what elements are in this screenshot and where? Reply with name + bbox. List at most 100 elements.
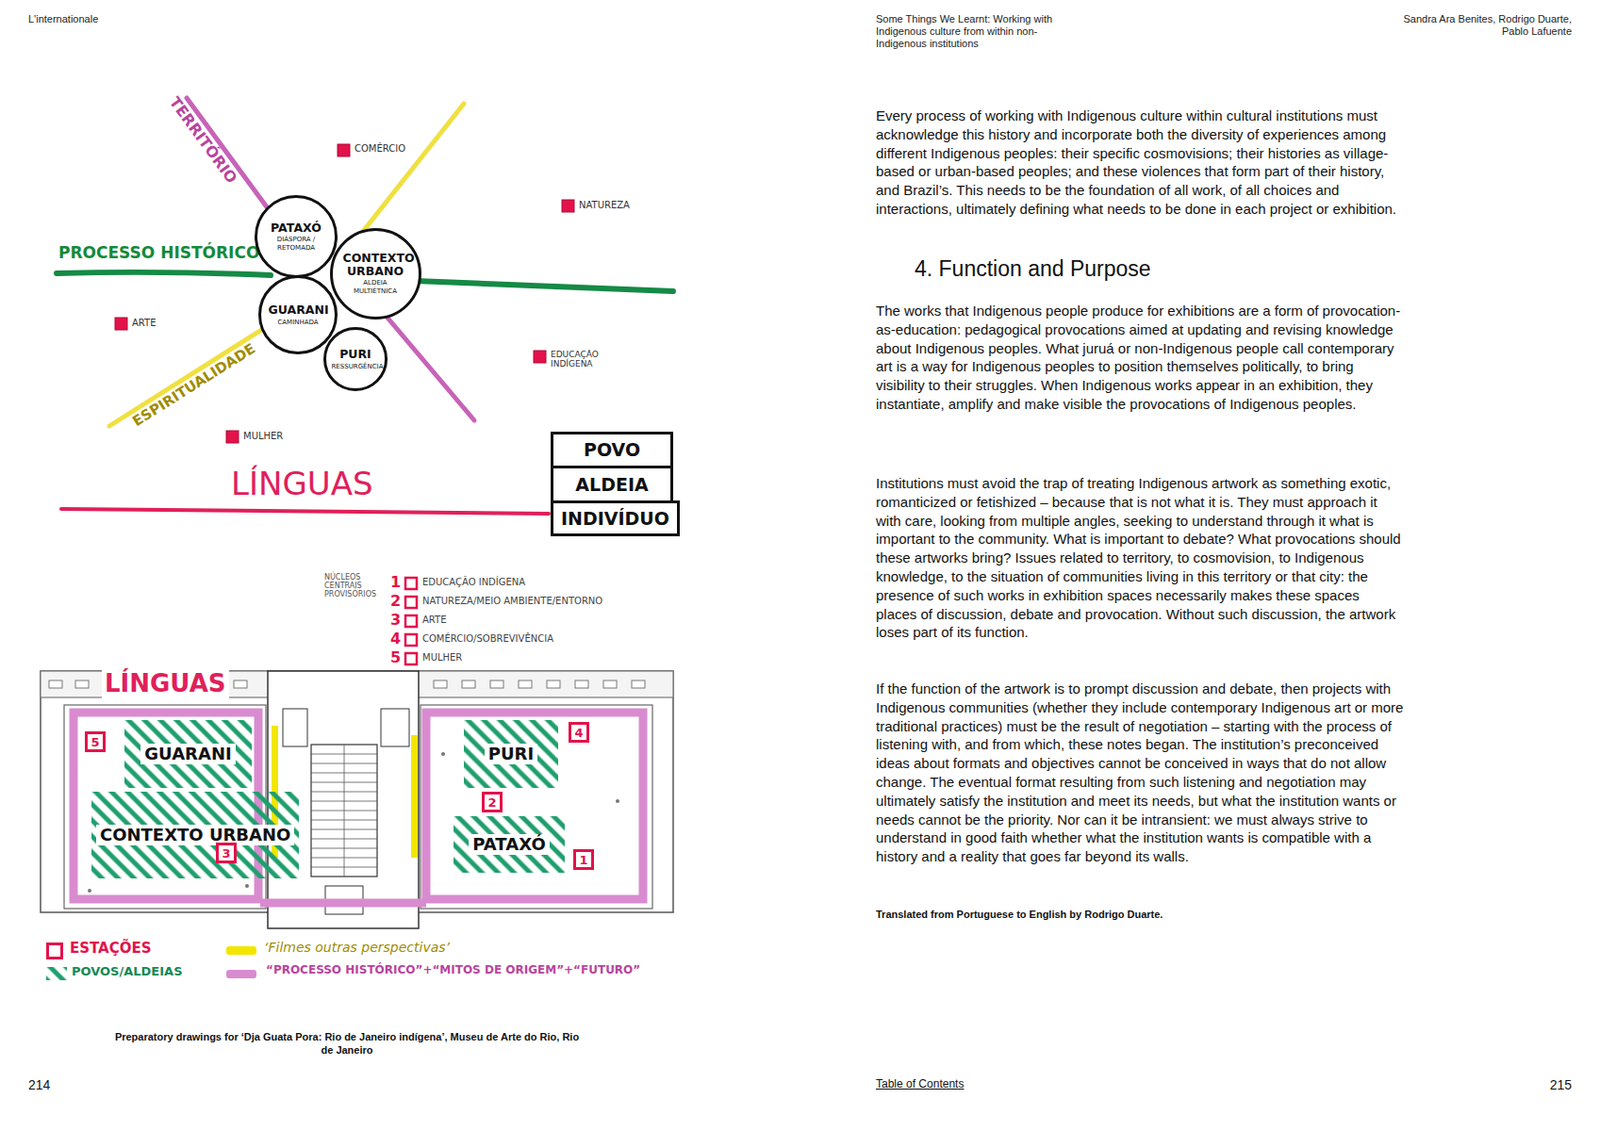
stair-steps	[311, 744, 378, 877]
circle-shape	[324, 328, 386, 390]
theme-label: COMÉRCIO	[354, 143, 406, 155]
window	[518, 680, 532, 689]
legend-hatch	[46, 967, 67, 981]
people-circle: PURIRESSURGÊNCIA	[323, 327, 388, 392]
node-title: 1	[578, 854, 588, 867]
scale-box: POVO	[550, 431, 674, 469]
list-marker	[405, 577, 417, 590]
theme-label: EDUCAÇÃO INDÍGENA	[550, 349, 617, 370]
hatch-area	[91, 791, 299, 879]
station-number: 2	[481, 791, 503, 813]
theme-marker	[561, 199, 575, 213]
history-stroke	[414, 280, 674, 292]
column-dot	[87, 889, 92, 893]
scale-box: ALDEIA	[550, 465, 674, 504]
people-area: CONTEXTO URBANO	[91, 791, 299, 879]
legend-square	[46, 942, 64, 960]
list-number: 1	[390, 574, 401, 592]
pink-route	[260, 899, 427, 908]
people-circle: CONTEXTO URBANOALDEIA MULTIÉTNICA	[329, 228, 422, 320]
node-title: PURI	[484, 743, 538, 766]
column-dot	[245, 884, 249, 889]
node-title: GUARANI	[140, 743, 235, 766]
people-area: GUARANI	[124, 720, 252, 789]
circle-shape	[260, 277, 337, 354]
window	[490, 680, 504, 689]
window	[575, 680, 589, 689]
list-number: 5	[390, 649, 401, 667]
theme-label: NATUREZA	[578, 199, 630, 212]
film-bar	[411, 735, 418, 858]
list-number: 2	[390, 593, 401, 611]
service-room	[282, 709, 308, 747]
territory-stroke	[186, 98, 276, 219]
column-dot	[441, 752, 446, 757]
node-title: INDIVÍDUO	[560, 509, 670, 529]
list-item: NATUREZA/MEIO AMBIENTE/ENTORNO	[422, 595, 603, 608]
languages-stroke	[61, 509, 549, 514]
theme-axis-label: ESPIRITUALIDADE	[130, 341, 259, 431]
contents-link: Table of Contents	[875, 1078, 964, 1092]
legend-swatch	[226, 970, 257, 979]
theme-marker	[226, 430, 239, 444]
node-title: ALDEIA	[575, 475, 648, 495]
hatch-area	[453, 816, 565, 874]
legend-label: POVOS/ALDEIAS	[71, 965, 183, 980]
node-title: CONTEXTO URBANO	[96, 824, 295, 847]
window	[49, 680, 63, 689]
node-subtitle: CAMINHADA	[268, 318, 329, 327]
circle-content: PURIRESSURGÊNCIA	[330, 347, 380, 371]
column-dot	[615, 799, 620, 804]
scale-box: INDIVÍDUO	[550, 500, 680, 537]
body-paragraph: The works that Indigenous people produce…	[875, 301, 1404, 414]
translation-credit: Translated from Portuguese to English by…	[875, 908, 1404, 922]
people-circle: GUARANICAMINHADA	[258, 275, 338, 355]
window	[603, 680, 617, 689]
running-title: Some Things We Learnt: Working with Indi…	[875, 13, 1065, 51]
hatch-area	[124, 720, 252, 789]
circle-shape	[256, 197, 337, 278]
list-item: COMÉRCIO/SOBREVIVÊNCIA	[422, 633, 554, 645]
list-item: MULHER	[422, 652, 462, 664]
wall-label: LÍNGUAS	[101, 670, 230, 699]
pink-route	[426, 712, 644, 900]
node-subtitle: RESSURGÊNCIA	[330, 362, 380, 371]
node-title: 4	[574, 726, 583, 740]
theme-marker	[115, 317, 128, 330]
list-marker	[405, 653, 417, 665]
node-title: 3	[221, 847, 231, 860]
node-title: CONTEXTO URBANO	[342, 251, 408, 279]
node-title: 2	[487, 796, 496, 809]
list-marker	[405, 596, 417, 609]
node-subtitle: ALDEIA MULTIÉTNICA	[342, 279, 408, 296]
circle-content: GUARANICAMINHADA	[268, 303, 329, 327]
window	[461, 680, 476, 689]
theme-label: ARTE	[131, 317, 157, 330]
node-title: 5	[90, 736, 99, 749]
people-area: PURI	[463, 720, 559, 789]
legend-swatch	[226, 946, 257, 956]
node-title: GUARANI	[268, 303, 329, 317]
body-paragraph: Every process of working with Indigenous…	[875, 106, 1404, 219]
list-item: EDUCAÇÃO INDÍGENA	[422, 577, 526, 589]
station-number: 5	[84, 731, 106, 753]
station-number: 4	[568, 722, 590, 743]
station-number: 1	[573, 849, 594, 871]
list-number: 3	[390, 611, 401, 629]
theme-marker	[337, 144, 350, 157]
circle-shape	[330, 229, 420, 318]
theme-axis-label: PROCESSO HISTÓRICO	[58, 244, 260, 264]
theme-marker	[533, 350, 546, 363]
yellow-stroke	[350, 103, 464, 248]
body-paragraph: If the function of the artwork is to pro…	[875, 679, 1404, 867]
circle-content: PATAXÓDIÁSPORA / RETOMADA	[264, 221, 328, 253]
people-area: PATAXÓ	[453, 816, 565, 874]
languages-label: LÍNGUAS	[230, 467, 373, 500]
page-number: 214	[28, 1077, 50, 1093]
theme-axis-label: TERRITÓRIO	[164, 94, 240, 188]
service-room	[380, 709, 410, 747]
circle-content: CONTEXTO URBANOALDEIA MULTIÉTNICA	[342, 251, 408, 296]
window	[233, 680, 248, 689]
list-marker	[405, 634, 417, 646]
